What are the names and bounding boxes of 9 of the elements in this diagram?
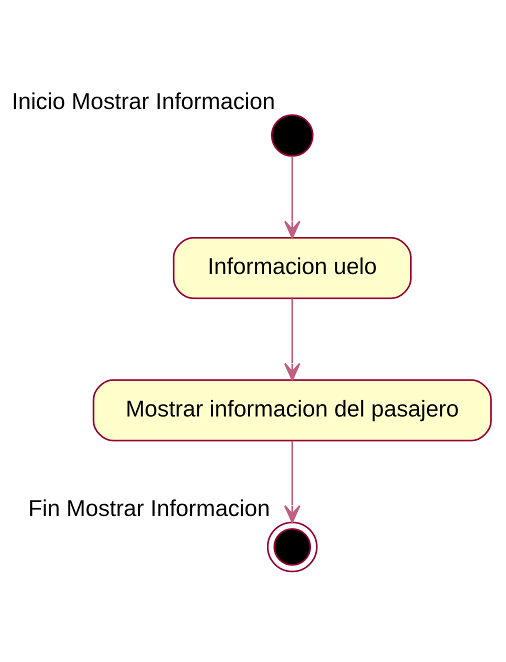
arrow xyxy=(284,440,300,523)
node-box: Informacion uelo xyxy=(172,236,412,300)
node-box: Mostrar informacion del pasajero xyxy=(92,379,492,442)
node-circle xyxy=(266,522,318,572)
node-circle xyxy=(271,114,314,157)
arrow xyxy=(284,298,300,381)
node-label: Fin Mostrar Informacion xyxy=(28,495,270,522)
arrow xyxy=(284,156,300,238)
node-label: Inicio Mostrar Informacion xyxy=(12,88,276,114)
